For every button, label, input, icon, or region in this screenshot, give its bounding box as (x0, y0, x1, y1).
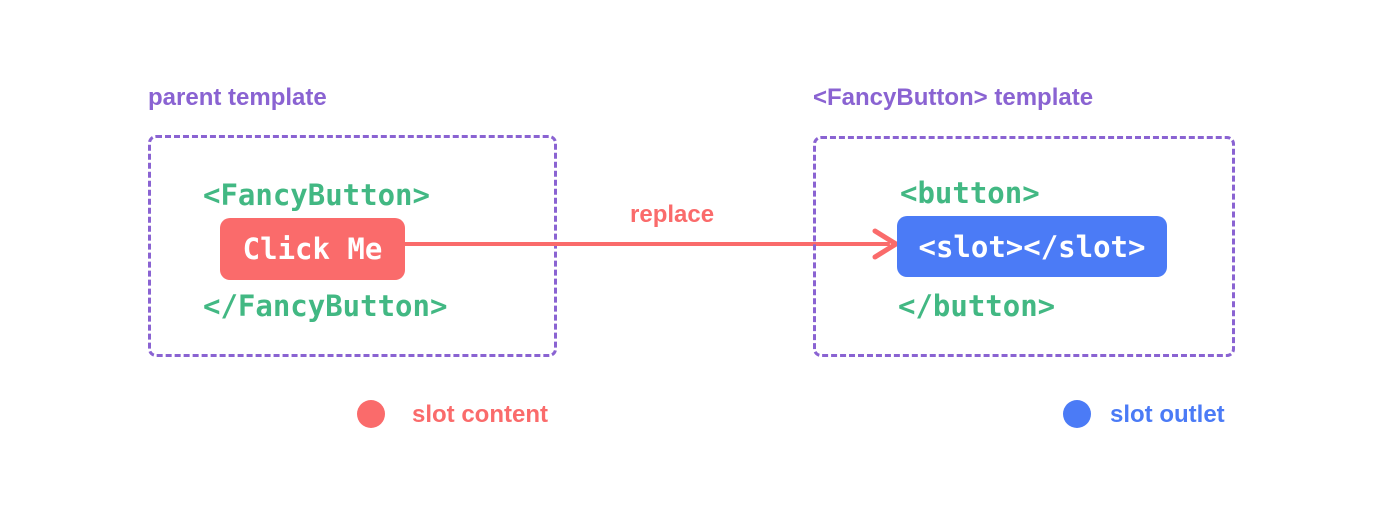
fancybutton-template-box (813, 136, 1235, 357)
parent-template-title: parent template (148, 84, 327, 111)
parent-code-close-tag: </FancyButton> (203, 289, 448, 323)
parent-code-open-tag: <FancyButton> (203, 178, 430, 212)
replace-arrow-head (872, 228, 899, 260)
slot-outlet-dot-icon (1063, 400, 1091, 428)
replace-arrow (403, 228, 899, 260)
slot-outlet-chip: <slot></slot> (897, 216, 1167, 277)
fancybutton-template-title: <FancyButton> template (813, 84, 1094, 111)
slot-outlet-chip-label: <slot></slot> (918, 229, 1146, 264)
slot-content-dot-icon (357, 400, 385, 428)
slot-content-legend-label: slot content (412, 401, 548, 428)
click-me-button: Click Me (220, 218, 405, 280)
fancybutton-code-close-tag: </button> (898, 289, 1056, 323)
click-me-button-label: Click Me (242, 232, 383, 266)
fancybutton-code-open-tag: <button> (900, 176, 1040, 210)
replace-label: replace (630, 201, 715, 228)
slot-outlet-legend-label: slot outlet (1110, 401, 1225, 428)
